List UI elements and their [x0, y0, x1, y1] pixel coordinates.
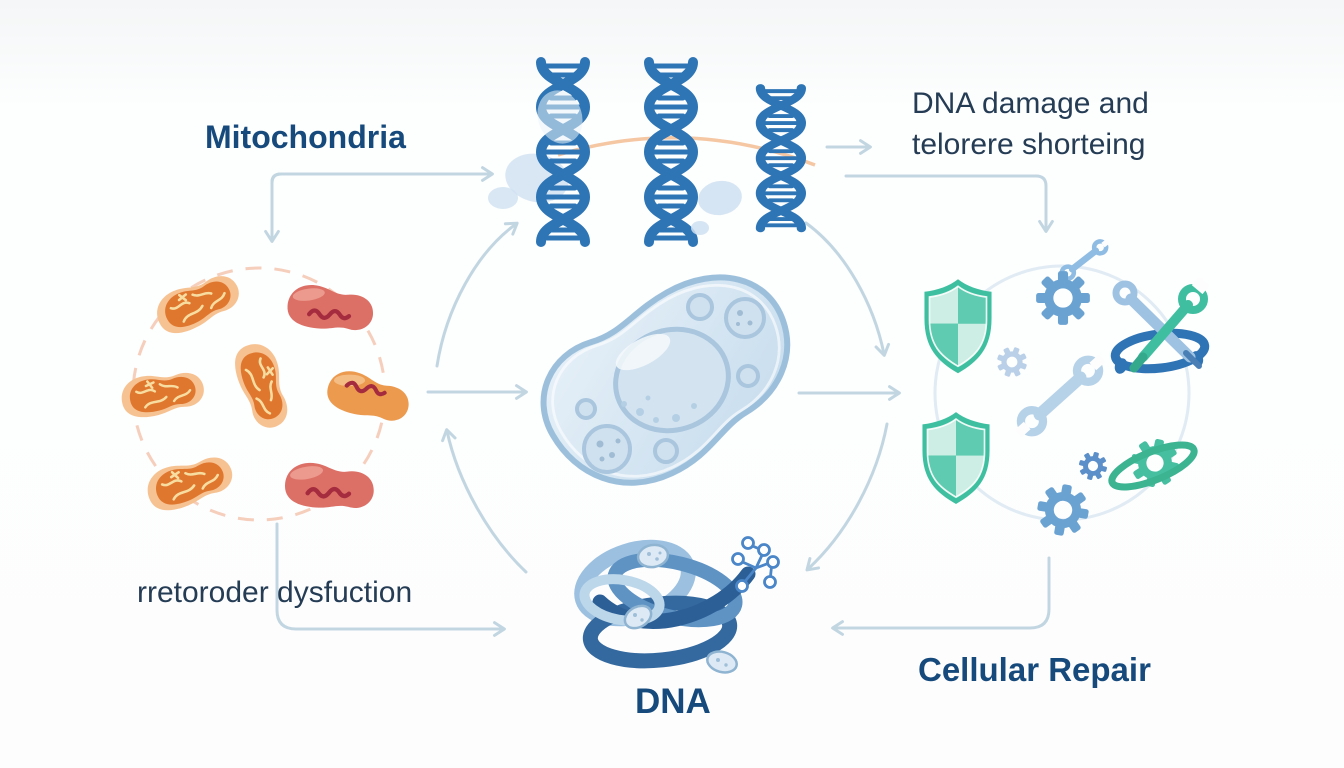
nodule-dots: [633, 551, 728, 667]
arc-right-down: [804, 221, 891, 357]
damaged-mitochondrion-icon: [284, 462, 374, 510]
damage-splotch: [488, 187, 518, 209]
ringed-gear-icon: [1108, 435, 1198, 496]
arc-repair-to-coil: [805, 422, 889, 572]
mitochondrial-dysfunction-label: rretoroder dysfuction: [137, 576, 413, 609]
dna-damage-line2: telorere shorteing: [912, 128, 1146, 161]
molecule-icon: [731, 536, 780, 593]
arrow-text-to-repair: [844, 174, 1054, 233]
arrow-mitochondria-to-dna: [270, 166, 494, 184]
gear-icon: [993, 343, 1032, 382]
repair-cluster-illustration: [917, 236, 1210, 539]
arc-left-up: [435, 221, 519, 368]
dna-damage-line1: DNA damage and: [912, 87, 1149, 120]
damaged-mitochondrion-icon: [286, 283, 375, 332]
damage-splotch: [537, 90, 583, 144]
gear-icon: [1076, 449, 1110, 483]
mitochondria-cluster-illustration: [117, 263, 413, 518]
organelle-speckles: [596, 310, 753, 462]
dna-helix-icon: [649, 62, 693, 242]
dna-coil-illustration: [574, 536, 780, 674]
mitochondrion-icon: [227, 337, 299, 433]
mitochondria-label: Mitochondria: [205, 119, 406, 155]
damage-splotch: [691, 221, 709, 235]
damaged-mitochondrion-icon: [324, 367, 414, 425]
arrow-dysfunction-to-coil: [275, 522, 506, 637]
dna-helix-group: [488, 62, 801, 242]
arc-coil-up: [441, 428, 528, 574]
cellular-repair-label: Cellular Repair: [918, 651, 1151, 688]
mitochondrion-icon: [141, 445, 238, 518]
gear-icon: [1033, 480, 1092, 539]
mitochondrion-icon: [117, 363, 207, 423]
arrow-mitochondria-down: [264, 172, 283, 243]
arrow-repair-to-coil: [831, 556, 1051, 636]
gear-icon: [1036, 271, 1090, 325]
coil-nodules: [623, 543, 738, 674]
dna-label: DNA: [635, 682, 711, 721]
damage-splotch: [698, 180, 742, 216]
dna-helix-icon: [541, 62, 585, 242]
mitochondrion-icon: [149, 263, 245, 341]
nucleus-speckles: [621, 395, 697, 423]
dna-damage-label: DNA damage and telorere shorteing: [912, 83, 1149, 165]
crossed-tools-icon: [1110, 276, 1210, 374]
flow-arrows: [264, 139, 1054, 637]
cell-illustration: [540, 274, 791, 486]
dna-helix-icon: [760, 88, 801, 228]
cell-organelles: [575, 293, 766, 474]
